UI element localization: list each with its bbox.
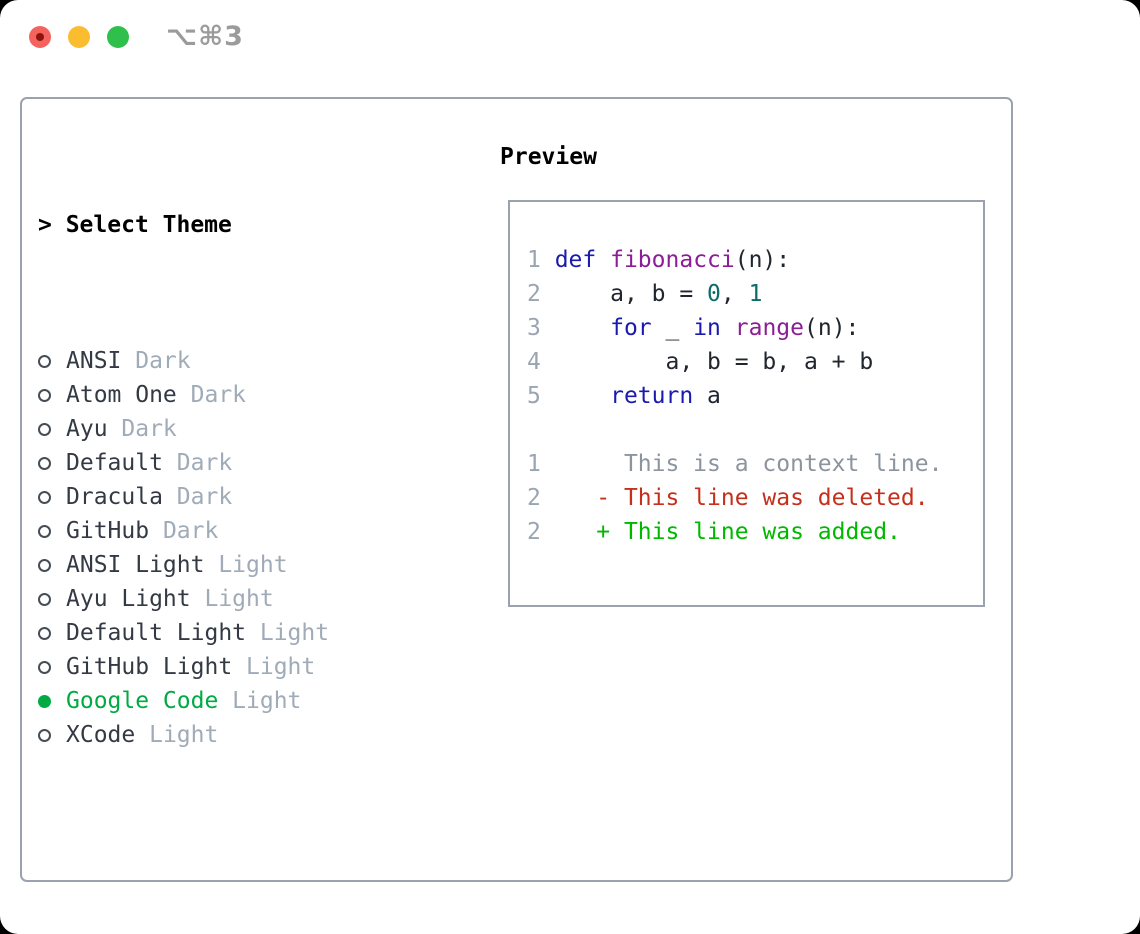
radio-unselected-icon bbox=[38, 491, 51, 504]
theme-name: GitHub Light bbox=[66, 654, 233, 680]
close-button[interactable] bbox=[29, 26, 51, 48]
theme-option-default[interactable]: Default Dark bbox=[38, 446, 426, 480]
theme-variant: Light bbox=[149, 722, 219, 748]
radio-unselected-icon bbox=[38, 729, 51, 742]
theme-variant: Dark bbox=[135, 348, 191, 374]
theme-name: Ayu Light bbox=[66, 586, 191, 612]
theme-name: ANSI bbox=[66, 348, 122, 374]
preview-header: Preview bbox=[500, 144, 597, 170]
radio-unselected-icon bbox=[38, 457, 51, 470]
theme-variant: Light bbox=[232, 688, 302, 714]
theme-name: Default bbox=[66, 450, 163, 476]
minimize-button[interactable] bbox=[68, 26, 90, 48]
radio-selected-icon bbox=[38, 695, 51, 708]
theme-name: XCode bbox=[66, 722, 136, 748]
theme-option-ansi[interactable]: ANSI Dark bbox=[38, 344, 426, 378]
theme-option-github[interactable]: GitHub Dark bbox=[38, 514, 426, 548]
theme-option-ansi-light[interactable]: ANSI Light Light bbox=[38, 548, 426, 582]
theme-option-dracula[interactable]: Dracula Dark bbox=[38, 480, 426, 514]
select-theme-header: > Select Theme bbox=[38, 208, 426, 242]
preview-box: 1 def fibonacci(n): 2 a, b = 0, 1 3 for _ … bbox=[508, 200, 985, 607]
theme-name: Dracula bbox=[66, 484, 163, 510]
select-theme-title: Select Theme bbox=[65, 212, 232, 238]
preview-line: 2 + This line was added. bbox=[527, 519, 901, 545]
theme-option-ayu[interactable]: Ayu Dark bbox=[38, 412, 426, 446]
preview-line: 4 a, b = b, a + b bbox=[527, 349, 874, 375]
radio-unselected-icon bbox=[38, 355, 51, 368]
preview-code: 1 def fibonacci(n): 2 a, b = 0, 1 3 for _ … bbox=[527, 243, 942, 549]
preview-line: 1 This is a context line. bbox=[527, 451, 943, 477]
radio-unselected-icon bbox=[38, 559, 51, 572]
window-shortcut-label: ⌥⌘3 bbox=[166, 21, 244, 52]
theme-option-ayu-light[interactable]: Ayu Light Light bbox=[38, 582, 426, 616]
radio-unselected-icon bbox=[38, 525, 51, 538]
preview-line: 1 def fibonacci(n): bbox=[527, 247, 791, 273]
theme-name: Default Light bbox=[66, 620, 247, 646]
theme-option-xcode[interactable]: XCode Light bbox=[38, 718, 426, 752]
prompt-cursor-icon: > bbox=[38, 212, 66, 238]
preview-line: 2 - This line was deleted. bbox=[527, 485, 929, 511]
theme-name: Ayu bbox=[66, 416, 108, 442]
preview-line: 2 a, b = 0, 1 bbox=[527, 281, 763, 307]
close-dot-icon bbox=[36, 33, 44, 41]
theme-option-default-light[interactable]: Default Light Light bbox=[38, 616, 426, 650]
theme-variant: Light bbox=[204, 586, 274, 612]
theme-option-google-code[interactable]: Google Code Light bbox=[38, 684, 426, 718]
theme-variant: Dark bbox=[190, 382, 247, 408]
preview-line: 3 for _ in range(n): bbox=[527, 315, 860, 341]
theme-name: Atom One bbox=[66, 382, 177, 408]
theme-variant: Dark bbox=[121, 416, 177, 442]
theme-name: GitHub bbox=[66, 518, 150, 544]
maximize-button[interactable] bbox=[107, 26, 129, 48]
radio-unselected-icon bbox=[38, 627, 51, 640]
radio-unselected-icon bbox=[38, 389, 51, 402]
theme-variant: Dark bbox=[176, 484, 233, 510]
theme-variant: Dark bbox=[176, 450, 233, 476]
theme-option-github-light[interactable]: GitHub Light Light bbox=[38, 650, 426, 684]
theme-name: Google Code bbox=[66, 688, 219, 714]
theme-name: ANSI Light bbox=[66, 552, 205, 578]
spacer bbox=[38, 854, 426, 888]
radio-unselected-icon bbox=[38, 423, 51, 436]
theme-variant: Light bbox=[246, 654, 316, 680]
theme-variant: Dark bbox=[162, 518, 219, 544]
radio-unselected-icon bbox=[38, 661, 51, 674]
theme-option-atom-one[interactable]: Atom One Dark bbox=[38, 378, 426, 412]
theme-variant: Light bbox=[218, 552, 288, 578]
preview-line bbox=[527, 413, 942, 447]
preview-line: 5 return a bbox=[527, 383, 721, 409]
theme-variant: Light bbox=[259, 620, 330, 646]
radio-unselected-icon bbox=[38, 593, 51, 606]
